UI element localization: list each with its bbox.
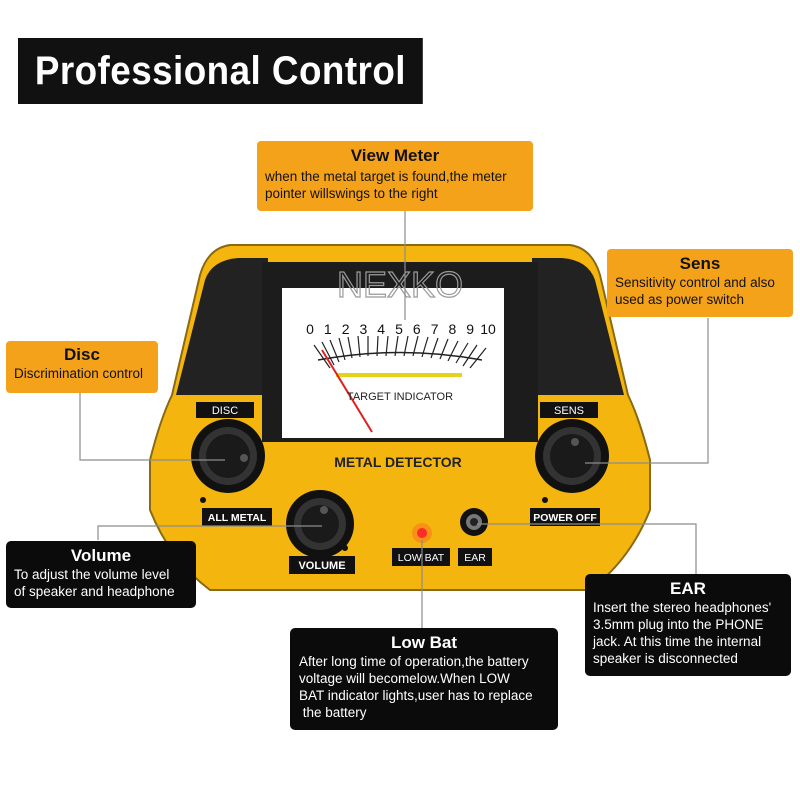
meter-scale-number: 6 — [413, 321, 421, 337]
watermark: NEXKO — [337, 264, 463, 305]
right-speaker-panel — [532, 258, 624, 395]
meter-arc-black — [317, 351, 483, 361]
meter-scale-number: 9 — [466, 321, 474, 337]
callout-text: speaker is disconnected — [593, 651, 738, 666]
power-off-label: POWER OFF — [533, 512, 597, 524]
leader-sens — [585, 318, 709, 464]
callout-sens: Sens Sensitivity control and also used a… — [607, 249, 793, 317]
callout-ear: EAR Insert the stereo headphones' 3.5mm … — [585, 574, 791, 676]
leader-volume — [97, 525, 322, 540]
callout-heading: Low Bat — [390, 633, 458, 652]
callout-text: pointer willswings to the right — [265, 186, 438, 201]
callout-text: Discrimination control — [14, 366, 144, 381]
left-speaker-panel — [176, 258, 268, 395]
callout-heading: Sens — [679, 254, 721, 273]
meter-scale-number: 1 — [324, 321, 332, 337]
ear-jack — [460, 508, 488, 536]
low-bat-led — [417, 528, 427, 538]
leader-disc — [79, 392, 225, 461]
leader-ear — [477, 523, 697, 574]
meter-scale-number: 8 — [449, 321, 457, 337]
meter-scale-number: 3 — [360, 321, 368, 337]
meter-scale-number: 2 — [342, 321, 350, 337]
callout-low-bat: Low Bat After long time of operation,the… — [290, 628, 558, 730]
callout-text: voltage will becomelow.When LOW — [299, 671, 510, 686]
meter-scale-number: 7 — [431, 321, 439, 337]
meter-caption: TARGET INDICATOR — [347, 391, 453, 403]
disc-knob — [191, 419, 265, 493]
volume-knob — [286, 490, 354, 558]
callout-text: Insert the stereo headphones' — [593, 600, 772, 615]
meter-scale-number: 0 — [306, 321, 314, 337]
sens-plate-label: SENS — [554, 405, 584, 417]
sens-knob — [535, 419, 609, 493]
all-metal-label: ALL METAL — [208, 512, 267, 524]
callout-view-meter: View Meter when the metal target is foun… — [257, 141, 533, 211]
device-label: METAL DETECTOR — [334, 454, 462, 470]
callout-text: of speaker and headphone — [14, 584, 175, 599]
callout-text: used as power switch — [615, 292, 745, 307]
meter-face — [282, 288, 504, 438]
callout-text: when the metal target is found,the meter — [265, 169, 507, 184]
callout-heading: View Meter — [350, 146, 440, 165]
meter-needle — [321, 349, 373, 433]
callout-volume: Volume To adjust the volume level of spe… — [6, 541, 196, 608]
meter-scale-number: 5 — [395, 321, 403, 337]
meter-scale-number: 10 — [480, 321, 496, 337]
meter-scale-number: 4 — [377, 321, 385, 337]
disc-plate-label: DISC — [212, 405, 238, 417]
callout-heading: Volume — [70, 546, 132, 565]
callout-heading: Disc — [64, 345, 100, 364]
callout-text: Sensitivity control and also — [615, 275, 775, 290]
callout-text: 3.5mm plug into the PHONE — [593, 617, 764, 632]
callout-text: To adjust the volume level — [14, 567, 170, 582]
callout-text: BAT indicator lights,user has to replace — [299, 688, 533, 703]
callout-text: the battery — [299, 705, 367, 720]
lowbat-plate-label: LOW BAT — [398, 552, 445, 564]
page-title: Professional Control Box — [18, 38, 423, 159]
callout-text: After long time of operation,the battery — [299, 654, 529, 669]
ear-plate-label: EAR — [464, 552, 486, 564]
callout-text: jack. At this time the internal — [593, 634, 762, 649]
callout-heading: EAR — [670, 579, 706, 598]
callout-disc: Disc Discrimination control — [6, 341, 158, 393]
volume-plate-label: VOLUME — [298, 560, 345, 572]
